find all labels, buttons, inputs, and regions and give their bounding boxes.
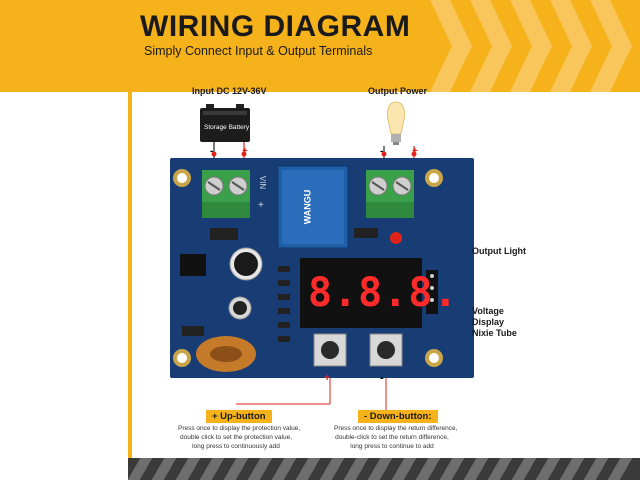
- input-minus: -: [210, 146, 214, 157]
- board-plus-mark: +: [258, 200, 264, 211]
- output-light-label: Output Light: [472, 246, 526, 256]
- relay-brand: WANGU: [302, 189, 313, 225]
- up-button-sign: +: [324, 372, 331, 384]
- page-subtitle: Simply Connect Input & Output Terminals: [144, 44, 373, 58]
- battery-label: Storage Battery: [204, 124, 250, 131]
- board-art: [173, 165, 443, 372]
- battery-icon: Storage Battery: [200, 104, 250, 142]
- left-accent-bar: [128, 92, 132, 458]
- up-button-label: + Up-button: [206, 410, 272, 423]
- output-plus: +: [412, 146, 418, 157]
- input-plus: +: [242, 146, 248, 157]
- down-button-label: - Down-button:: [358, 410, 438, 423]
- up-desc-line: long press to continuously add: [192, 443, 280, 450]
- header-chevrons: [430, 0, 632, 92]
- down-desc-line: long press to continue to add: [350, 443, 434, 450]
- down-desc-line: double-click to set the return differenc…: [335, 434, 449, 441]
- down-desc-line: Press once to display the return differe…: [334, 425, 458, 432]
- light-bulb-icon: [384, 100, 408, 146]
- up-button-description: Press once to display the protection val…: [178, 424, 301, 451]
- page-title: WIRING DIAGRAM: [140, 10, 411, 43]
- down-button-sign: -: [380, 372, 384, 384]
- output-minus: -: [380, 146, 384, 157]
- footer-hazard-stripes: [128, 458, 640, 480]
- header-banner: WIRING DIAGRAM Simply Connect Input & Ou…: [0, 0, 640, 92]
- vin-mark: VIN: [258, 175, 268, 190]
- voltage-display-digits: 8.8.8.: [308, 270, 459, 316]
- voltage-display-label: Voltage Display Nixie Tube: [472, 306, 517, 338]
- up-desc-line: Press once to display the protection val…: [178, 425, 301, 432]
- output-label: Output Power: [368, 86, 427, 96]
- controller-board: WANGU VIN + 8.8.8.: [170, 158, 474, 378]
- up-desc-line: double click to set the protection value…: [179, 434, 292, 441]
- down-button-description: Press once to display the return differe…: [334, 424, 458, 451]
- input-label: Input DC 12V-36V: [192, 86, 267, 96]
